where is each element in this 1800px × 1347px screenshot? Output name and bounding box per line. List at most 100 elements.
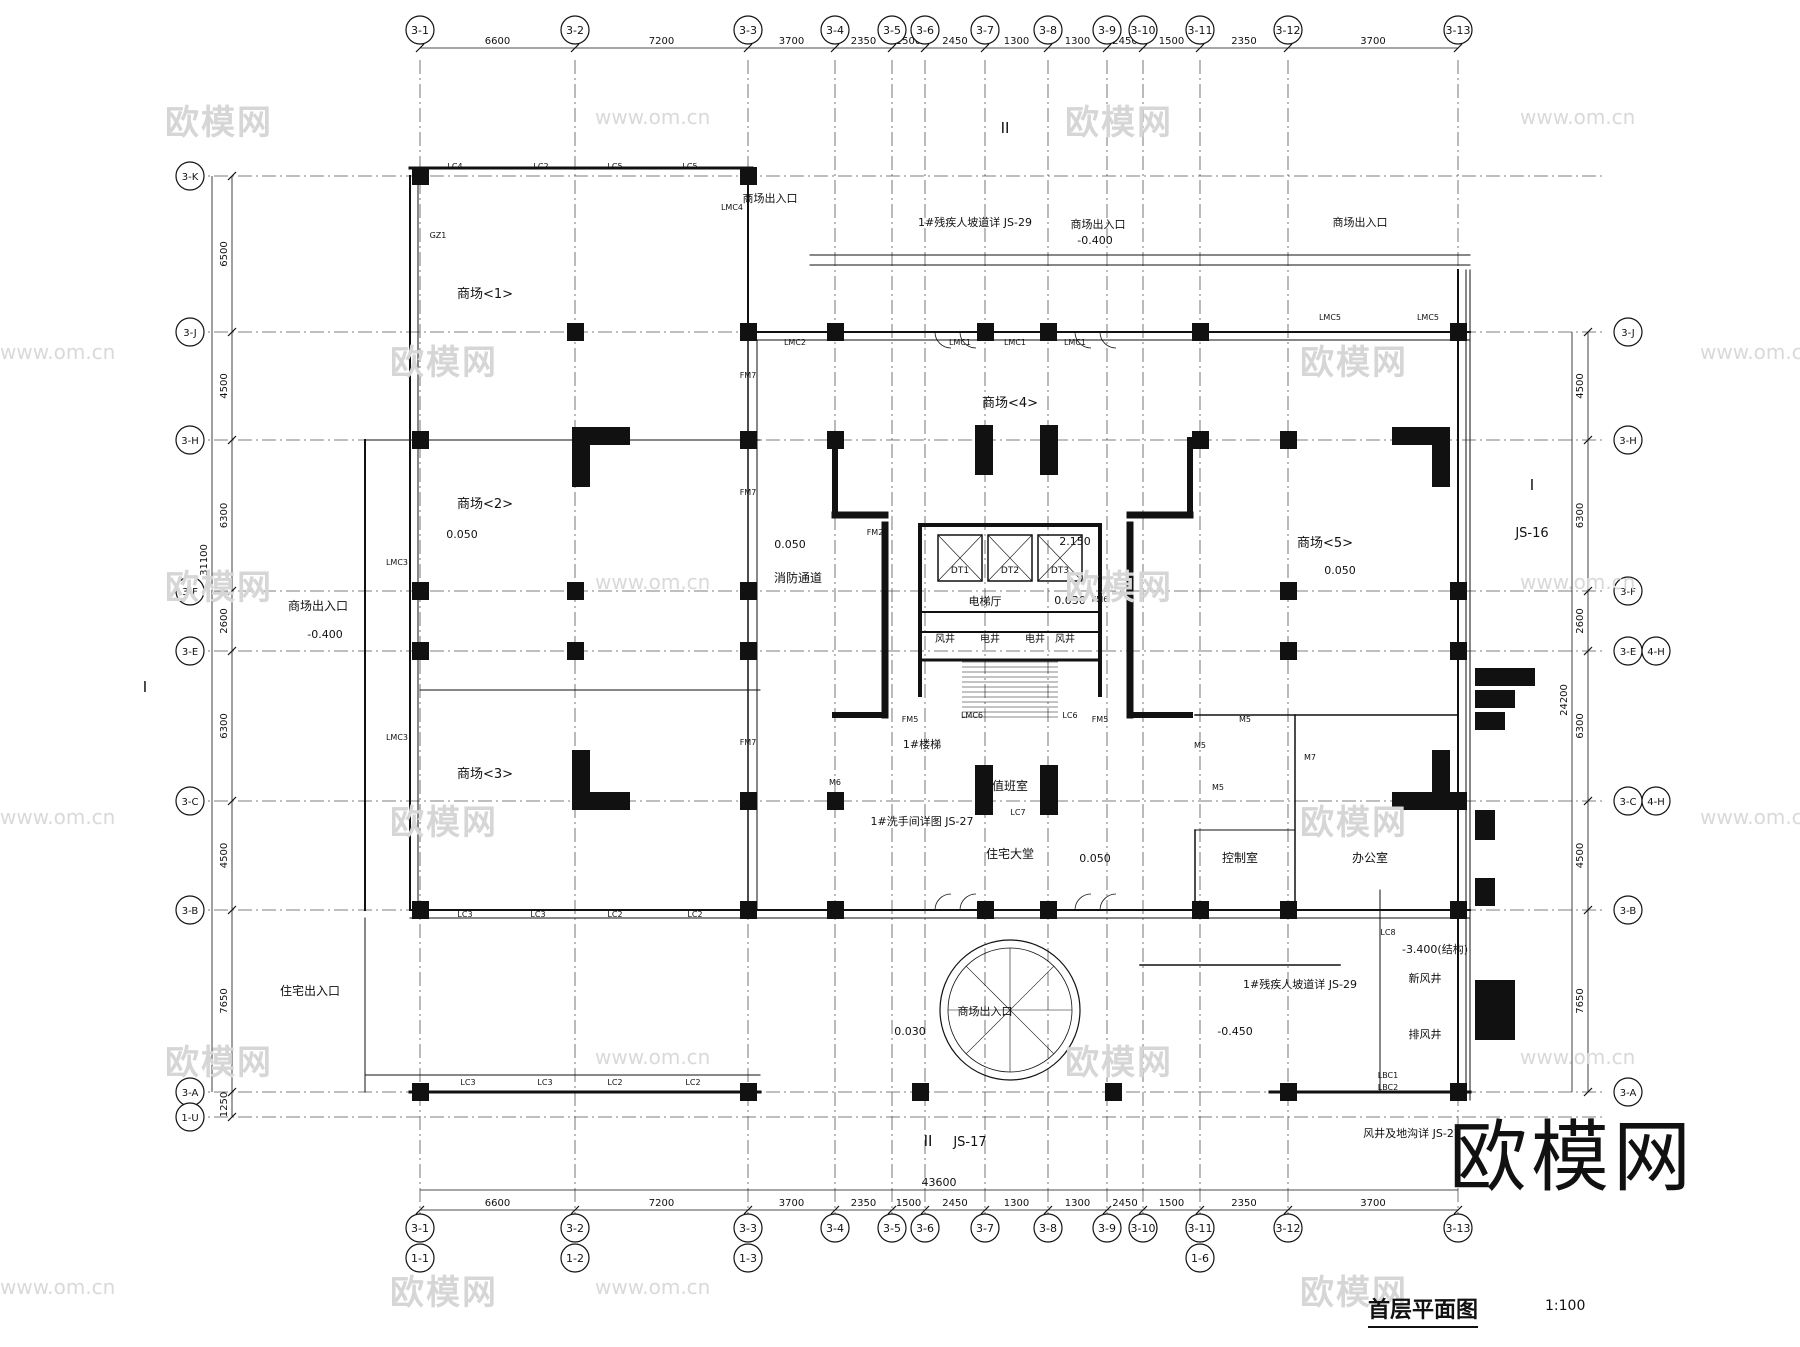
axis-label: 3-H [1619, 436, 1637, 447]
room-label-mall-4: 商场<4> [982, 396, 1038, 411]
column [740, 901, 757, 919]
top-dimension-tick [1138, 43, 1148, 53]
axis-bubble [1185, 15, 1215, 45]
column [567, 582, 584, 600]
axis-bubble [877, 15, 907, 45]
bottom-dimension-tick [920, 1205, 930, 1215]
window-tag: LC2 [533, 162, 548, 171]
axis-bubble [910, 1213, 940, 1243]
url-watermark: www.om.cn [0, 805, 116, 829]
window-tag: LMC2 [784, 338, 806, 347]
left-dimension-tick [227, 171, 237, 181]
bottom-dimension-label: 1300 [1065, 1198, 1090, 1209]
right-dimension-label: 6300 [1575, 713, 1586, 738]
door-tag: M6 [829, 778, 841, 787]
right-dimension-tick [1583, 1087, 1593, 1097]
axis-label: 3-F [182, 587, 198, 598]
axis-bubble [1033, 1213, 1063, 1243]
bottom-dimension-tick [1102, 1205, 1112, 1215]
top-dimension-tick [1453, 43, 1463, 53]
elevator-x [1037, 534, 1083, 582]
axis-label: 3-12 [1276, 24, 1301, 37]
axis-bubble [175, 425, 205, 455]
column [567, 642, 584, 660]
rotunda-ray [965, 965, 1011, 1011]
url-watermark: www.om.cn [0, 340, 116, 364]
right-total-label: 24200 [1559, 684, 1570, 716]
facade-fin [1475, 690, 1515, 708]
bottom-dimension-label: 3700 [779, 1198, 804, 1209]
top-dimension-label: 1300 [1065, 36, 1090, 47]
axis-label: 3-10 [1131, 24, 1156, 37]
elevator-x [937, 534, 983, 582]
room-label-exhaust-shaft: 排风井 [1409, 1027, 1442, 1041]
level-mark: 0.050 [446, 528, 478, 541]
l-column [572, 792, 630, 810]
column [740, 1083, 757, 1101]
door-swing [959, 893, 977, 911]
axis-label: 3-13 [1446, 1222, 1471, 1235]
watermark: 欧模网 [390, 1273, 498, 1313]
door-tag: FM7 [740, 371, 757, 380]
window-tag: GZ1 [430, 231, 447, 240]
drawing-scale: 1:100 [1545, 1298, 1586, 1314]
door-tag: M5 [1194, 741, 1206, 750]
top-dimension-tick [1043, 43, 1053, 53]
bottom-dimension-label: 1500 [1159, 1198, 1184, 1209]
door-swing [934, 893, 952, 911]
facade-fin [1475, 668, 1535, 686]
window-tag: LC5 [607, 162, 622, 171]
axis-label: 3-6 [916, 24, 934, 37]
axis-bubble [910, 15, 940, 45]
top-dimension-label: 1300 [1004, 36, 1029, 47]
watermark: 欧模网 [1300, 343, 1408, 383]
level-mark: 0.050 [1324, 564, 1356, 577]
left-dimension-label: 7650 [219, 988, 230, 1013]
axis-bubble [1092, 15, 1122, 45]
window-tag: LMC3 [386, 558, 408, 567]
window-tag: LMC1 [1004, 338, 1026, 347]
watermark: 欧模网 [390, 343, 498, 383]
top-dimension-label: 1500 [896, 36, 921, 47]
url-watermark: www.om.cn [1520, 1045, 1636, 1069]
axis-label: 3-C [1620, 797, 1637, 808]
column [1192, 323, 1209, 341]
left-dimension-label: 4500 [219, 843, 230, 868]
room-label-office: 办公室 [1352, 850, 1388, 865]
room-label-wind-shaft: 风井 [935, 632, 955, 645]
level-mark: -0.400 [1077, 234, 1112, 247]
room-label-elevator-hall: 电梯厅 [969, 595, 1002, 608]
axis-bubble [405, 1213, 435, 1243]
elevator-label: DT2 [1001, 566, 1019, 576]
room-label-mall-entry: 商场出入口 [743, 191, 798, 205]
axis-label: 3-1 [411, 1222, 429, 1235]
column [1280, 582, 1297, 600]
column [412, 642, 429, 660]
axis-label: 3-11 [1188, 1222, 1213, 1235]
axis-label: 3-C [182, 797, 199, 808]
section-marker: I [143, 678, 147, 696]
column [740, 792, 757, 810]
facade-fin [1475, 810, 1495, 840]
column [1280, 1083, 1297, 1101]
door-swing [1099, 893, 1117, 911]
column [977, 323, 994, 341]
watermark: 欧模网 [1065, 103, 1173, 143]
room-label-elec-shaft: 电井 [1025, 632, 1045, 645]
door-swing [959, 331, 977, 349]
top-dimension-tick [920, 43, 930, 53]
axis-bubble [175, 895, 205, 925]
axis-label: 3-6 [916, 1222, 934, 1235]
column [1192, 431, 1209, 449]
room-label-residential-lobby: 住宅大堂 [986, 846, 1034, 861]
axis-bubble [1185, 1213, 1215, 1243]
axis-bubble [1613, 1077, 1643, 1107]
column [1040, 901, 1057, 919]
bottom-dimension-tick [980, 1205, 990, 1215]
room-label-residential-entry: 商场出入口 [958, 1004, 1013, 1018]
room-label-mall-2: 商场<2> [457, 497, 513, 512]
axis-label: 3-2 [566, 1222, 584, 1235]
axis-bubble [175, 786, 205, 816]
axis-bubble [560, 15, 590, 45]
